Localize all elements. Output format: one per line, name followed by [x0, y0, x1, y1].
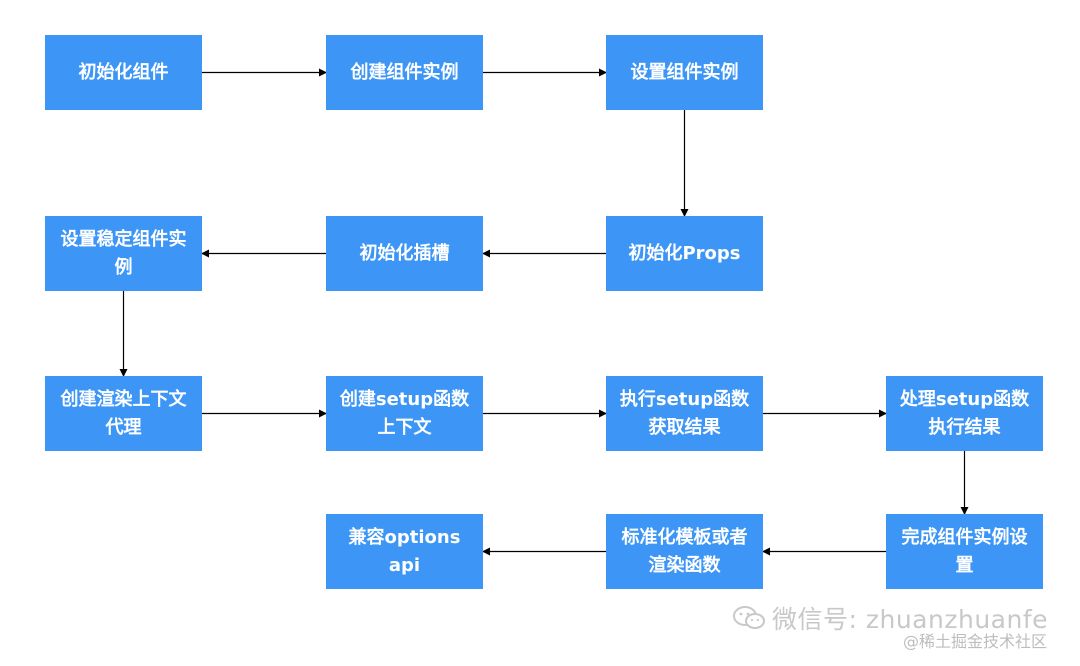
node-label: 设置稳定组件实 例 — [60, 228, 187, 278]
node-label: 初始化插槽 — [359, 242, 450, 264]
node-label: 完成组件实例设 置 — [901, 526, 1028, 576]
node-setup-stateful-component[interactable]: 设置稳定组件实 例 — [45, 216, 202, 291]
watermark-wechat: 微信号: zhuanzhuanfe — [732, 600, 1048, 636]
node-create-component-instance[interactable]: 创建组件实例 — [326, 35, 483, 110]
node-label: 处理setup函数 执行结果 — [899, 388, 1030, 438]
node-label: 创建setup函数 上下文 — [339, 388, 470, 438]
node-label: 创建组件实例 — [350, 61, 459, 83]
node-handle-setup-result[interactable]: 处理setup函数 执行结果 — [886, 376, 1043, 451]
node-init-component[interactable]: 初始化组件 — [45, 35, 202, 110]
node-init-props[interactable]: 初始化Props — [606, 216, 763, 291]
node-create-render-context-proxy[interactable]: 创建渲染上下文 代理 — [45, 376, 202, 451]
node-label: 兼容options api — [348, 526, 461, 576]
node-setup-component-instance[interactable]: 设置组件实例 — [606, 35, 763, 110]
wechat-icon — [732, 605, 766, 631]
node-finish-component-setup[interactable]: 完成组件实例设 置 — [886, 514, 1043, 589]
node-call-setup[interactable]: 执行setup函数 获取结果 — [606, 376, 763, 451]
node-options-api-compat[interactable]: 兼容options api — [326, 514, 483, 589]
watermark-juejin: @稀土掘金技术社区 — [903, 632, 1048, 651]
node-label: 设置组件实例 — [630, 61, 739, 83]
node-label: 标准化模板或者 渲染函数 — [621, 526, 748, 576]
watermark-wechat-text: 微信号: zhuanzhuanfe — [772, 605, 1049, 634]
node-label: 执行setup函数 获取结果 — [619, 388, 750, 438]
node-create-setup-context[interactable]: 创建setup函数 上下文 — [326, 376, 483, 451]
node-label: 初始化组件 — [78, 61, 169, 83]
node-init-slots[interactable]: 初始化插槽 — [326, 216, 483, 291]
node-label: 创建渲染上下文 代理 — [60, 388, 187, 438]
node-label: 初始化Props — [628, 242, 741, 264]
node-normalize-template-render[interactable]: 标准化模板或者 渲染函数 — [606, 514, 763, 589]
